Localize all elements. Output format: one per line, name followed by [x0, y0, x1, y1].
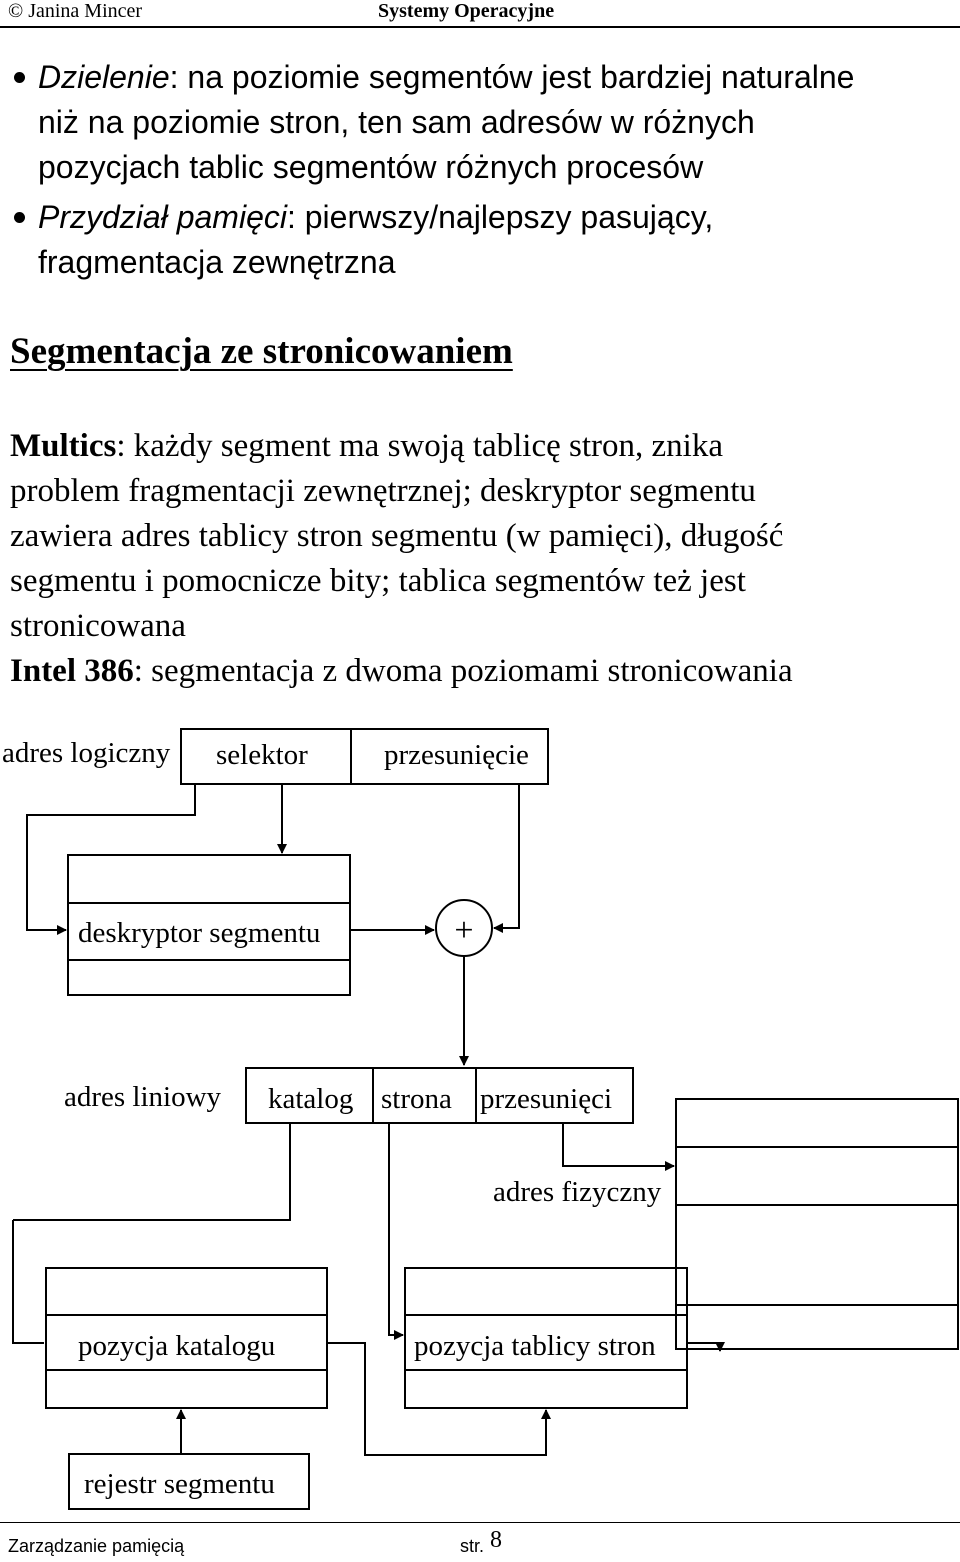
physical-page-frame	[675, 1098, 959, 1350]
footer-page-label: str.	[460, 1536, 485, 1556]
page-table	[404, 1267, 688, 1409]
register-arrow	[26, 784, 196, 935]
header-title: Systemy Operacyjne	[378, 0, 555, 22]
segment-register-label: rejestr segmentu	[84, 1468, 275, 1500]
section-heading: Segmentacja ze stronicowaniem	[10, 331, 513, 372]
bullet-dzielenie-line-2: niż na poziomie stron, ten sam adresów w…	[38, 104, 755, 140]
bullet-term: Dzielenie	[38, 59, 170, 95]
directory-index-line	[13, 1123, 291, 1221]
segment-register	[68, 1453, 310, 1510]
bullet-term: Przydział pamięci	[38, 199, 287, 235]
intel-term: Intel 386	[10, 653, 134, 689]
bullet-dzielenie-line-3: pozycjach tablic segmentów różnych proce…	[38, 149, 704, 185]
segment-descriptor-table	[67, 854, 351, 996]
physical-address-label: adres fizyczny	[493, 1176, 662, 1208]
bullet-icon	[14, 212, 25, 223]
offset-arrow	[493, 784, 520, 933]
bullet-text: : pierwszy/najlepszy pasujący,	[286, 199, 714, 235]
multics-line-3: zawiera adres tablicy stron segmentu (w …	[10, 518, 784, 554]
directory-label: katalog	[268, 1083, 353, 1115]
multics-line-2: problem fragmentacji zewnętrznej; deskry…	[10, 473, 756, 509]
multics-line-5: stronicowana	[10, 608, 186, 644]
directory-index-arrow	[12, 1220, 44, 1344]
linear-offset-label: przesunięci	[480, 1083, 612, 1115]
directory-to-pagetable-arrow	[327, 1342, 551, 1456]
header-rule	[0, 26, 960, 28]
footer-chapter: Zarządzanie pamięcią	[8, 1536, 185, 1556]
page-table-entry-label: pozycja tablicy stron	[414, 1330, 656, 1362]
bullet-icon	[14, 72, 25, 83]
linear-offset-field	[475, 1067, 634, 1124]
bullet-text: : na poziomie segmentów jest bardziej na…	[169, 59, 855, 95]
segment-descriptor-label: deskryptor segmentu	[78, 917, 320, 949]
bullet-dzielenie-line-1: Dzielenie: na poziomie segmentów jest ba…	[38, 55, 854, 99]
linear-offset-arrow	[562, 1123, 675, 1171]
bullet-przydzial-line-1: Przydział pamięci: pierwszy/najlepszy pa…	[38, 195, 713, 239]
page-label: strona	[381, 1083, 452, 1115]
plus-icon: +	[454, 912, 473, 949]
intel-line: Intel 386: segmentacja z dwoma poziomami…	[10, 649, 793, 693]
offset-field	[350, 728, 549, 785]
intel-text: : segmentacja z dwoma poziomami stronico…	[133, 653, 793, 689]
selector-label: selektor	[216, 739, 308, 771]
logical-address-label: adres logiczny	[2, 737, 171, 769]
page-index-arrow	[388, 1123, 404, 1340]
header-author: © Janina Mincer	[8, 0, 143, 22]
offset-label: przesunięcie	[384, 739, 529, 771]
directory-entry-label: pozycja katalogu	[78, 1330, 275, 1362]
multics-text: : każdy segment ma swoją tablicę stron, …	[116, 428, 723, 464]
directory-table	[45, 1267, 328, 1409]
footer-page-number: 8	[490, 1527, 502, 1553]
multics-term: Multics	[10, 428, 117, 464]
multics-line-4: segmentu i pomocnicze bity; tablica segm…	[10, 563, 746, 599]
bullet-przydzial-line-2: fragmentacja zewnętrzna	[38, 244, 396, 280]
pagetable-to-frame-arrow	[687, 1342, 725, 1352]
linear-address-label: adres liniowy	[64, 1081, 222, 1113]
footer-rule	[0, 1522, 960, 1523]
multics-line-1: Multics: każdy segment ma swoją tablicę …	[10, 424, 723, 468]
